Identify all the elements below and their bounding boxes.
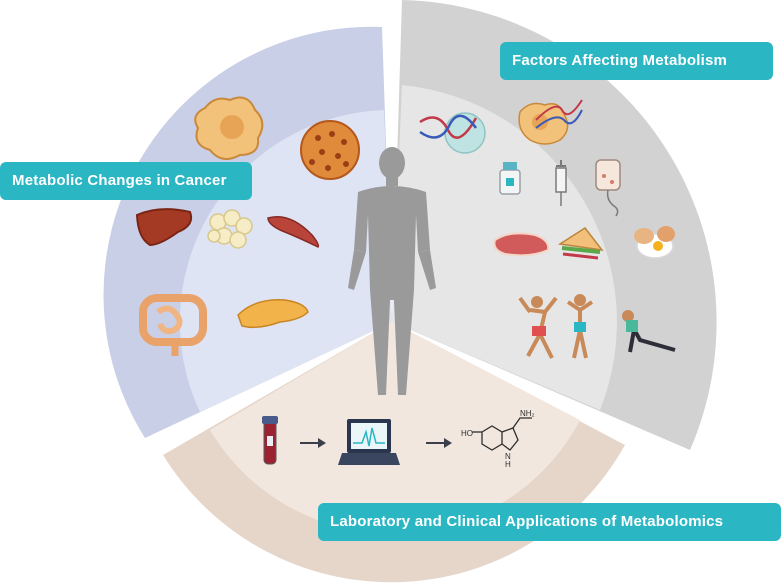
blood-tube-icon xyxy=(262,416,278,465)
molecule-nh2-label: NH₂ xyxy=(520,409,535,418)
lab-sector-inner xyxy=(210,322,580,534)
cancer-changes-label: Metabolic Changes in Cancer xyxy=(0,162,252,200)
meat-icon xyxy=(493,232,550,257)
lab-applications-label: Laboratory and Clinical Applications of … xyxy=(318,503,781,541)
arrow-icon-2 xyxy=(426,438,452,448)
syringe-icon xyxy=(555,160,567,206)
fat-cells-icon xyxy=(207,209,253,249)
sandwich-icon xyxy=(557,226,604,260)
serotonin-molecule-icon xyxy=(472,417,532,451)
medicine-bottle-icon xyxy=(499,162,521,195)
exercise-people-icon xyxy=(518,294,676,359)
cancer-cell-icon xyxy=(194,96,264,160)
tumor-cell-icon xyxy=(300,120,360,180)
intestine-icon xyxy=(139,294,207,356)
liver-icon xyxy=(135,208,193,247)
iv-bag-icon xyxy=(595,159,621,217)
factors-metabolism-label: Factors Affecting Metabolism xyxy=(500,42,773,80)
eggs-icon xyxy=(634,226,675,259)
arrow-icon-1 xyxy=(300,438,326,448)
muscle-icon xyxy=(267,216,320,248)
laptop-chromatogram-icon xyxy=(338,419,400,465)
molecule-n-label: N xyxy=(505,452,511,461)
pancreas-icon xyxy=(237,299,309,329)
dna-cell-icon xyxy=(419,112,486,154)
dna-cell-icon-2 xyxy=(518,99,583,145)
molecule-ho-label: HO xyxy=(461,429,473,438)
human-silhouette-icon xyxy=(348,147,436,395)
molecule-h-label: H xyxy=(505,460,511,469)
